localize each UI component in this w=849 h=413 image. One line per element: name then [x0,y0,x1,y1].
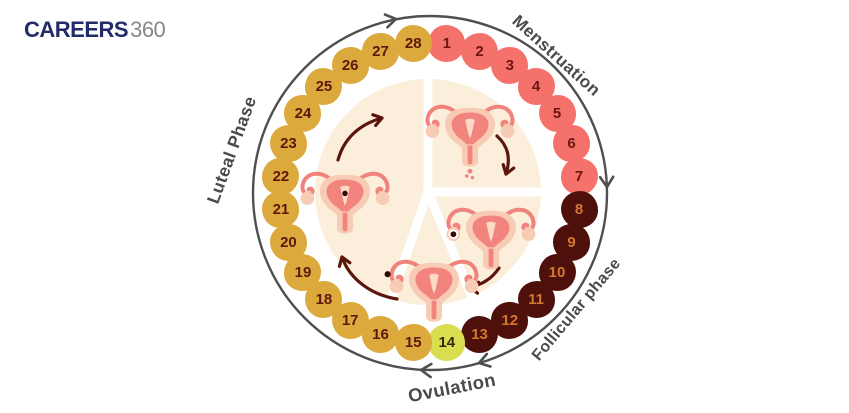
uterus-menstruation-illustration [426,107,515,180]
arc-arrowhead-bottomright-icon [477,352,492,368]
arc-arrowhead-top-icon [383,13,398,29]
day-1-circle: 1 [428,25,466,63]
day-25-circle: 25 [305,68,343,106]
day-6-circle: 6 [553,124,591,162]
arc-arrowhead-bottom-icon [419,362,433,379]
day-17-circle: 17 [331,301,369,339]
day-21-circle: 21 [262,191,300,229]
logo-brand-text: CAREERS [24,17,129,42]
arc-arrowhead-right-icon [598,175,615,189]
logo-suffix-text: 360 [130,17,166,42]
careers360-logo[interactable]: CAREERS360 [24,17,166,43]
day-10-circle: 10 [538,254,576,292]
flow-arrowhead-right-icon [501,163,516,176]
uterus-ovulation-illustration [384,262,479,322]
day-13-circle: 13 [461,316,499,354]
day-22-circle: 22 [262,157,300,195]
flow-arrowhead-bottomleft-icon [337,255,352,268]
day-15-circle: 15 [394,323,432,361]
flow-arrowhead-topleft-icon [371,113,384,127]
day-28-circle: 28 [394,25,432,63]
cycle-direction-arc [251,14,609,372]
uterus-follicular-illustration [447,210,536,270]
uterus-luteal-illustration [301,174,390,234]
day-20-circle: 20 [269,224,307,262]
day-27-circle: 27 [361,32,399,70]
day-8-circle: 8 [560,191,598,229]
day-14-circle: 14 [428,323,466,361]
day-7-circle: 7 [560,157,598,195]
